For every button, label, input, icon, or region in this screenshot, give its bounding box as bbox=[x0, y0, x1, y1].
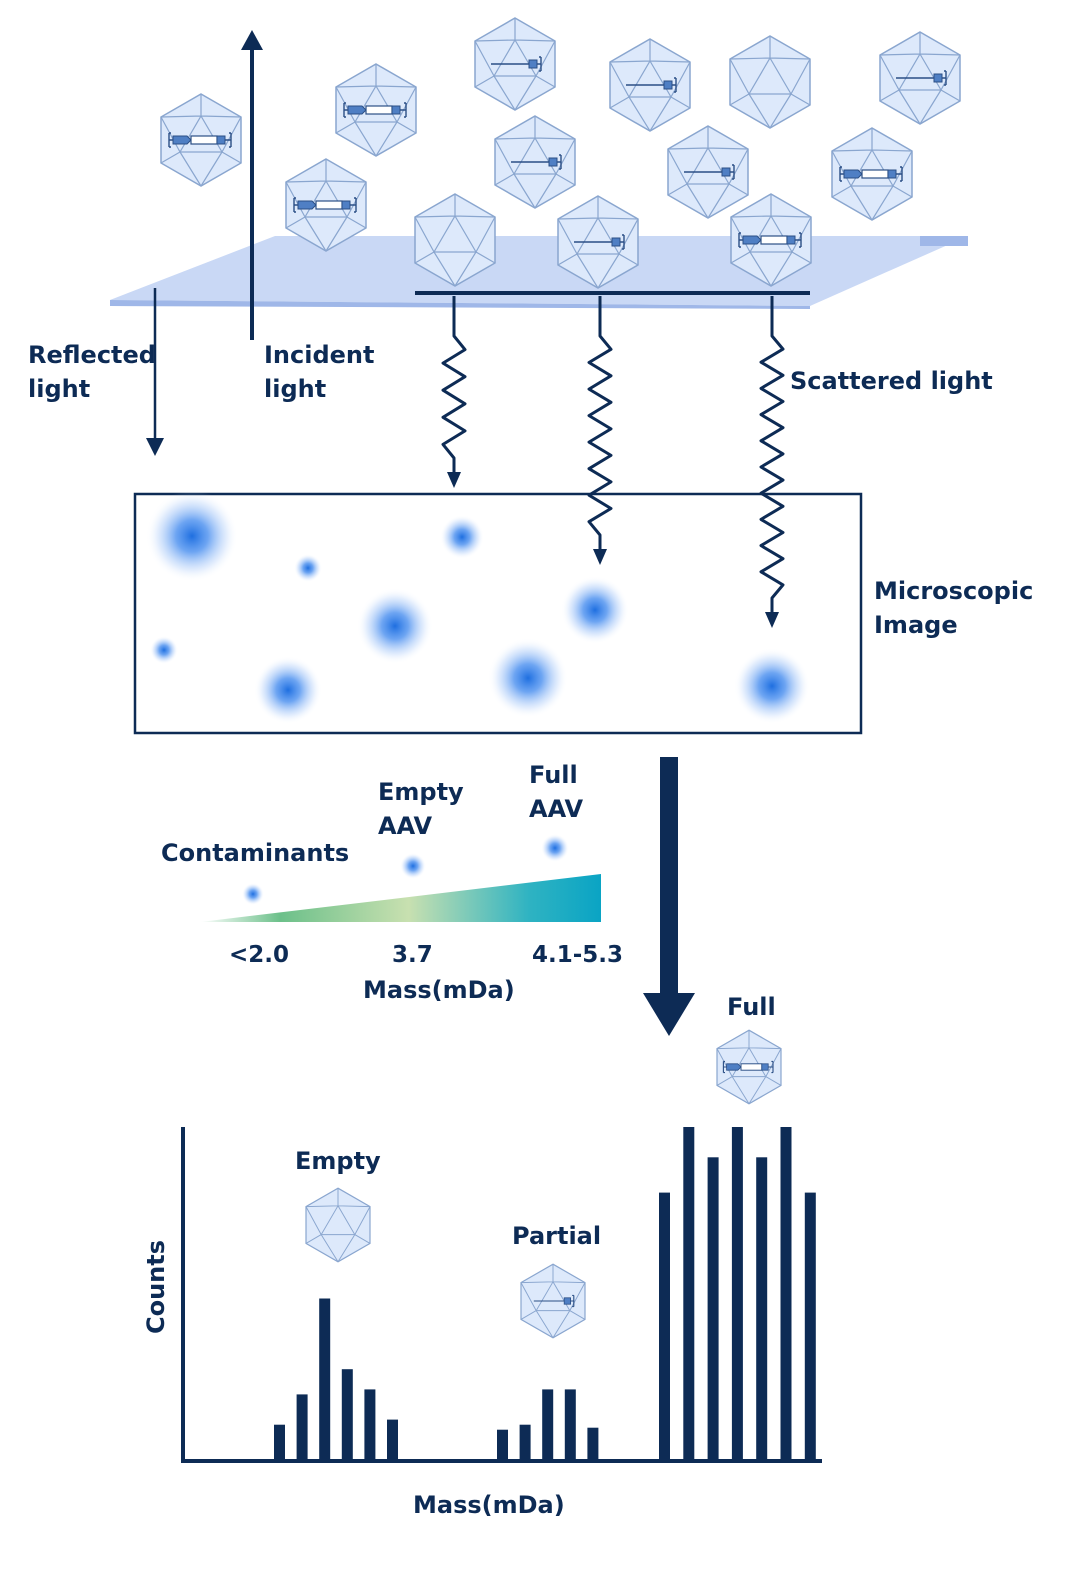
histogram-bar-full bbox=[659, 1192, 670, 1460]
histogram-bar-full bbox=[683, 1127, 695, 1460]
light-spot-icon bbox=[357, 588, 433, 664]
capsid-full-icon bbox=[336, 64, 416, 156]
light-spot-icon bbox=[541, 834, 569, 862]
light-spot-icon bbox=[488, 638, 568, 718]
histogram-bar-empty bbox=[274, 1424, 285, 1460]
capsid-partial-icon bbox=[880, 32, 960, 124]
histogram-bar-partial bbox=[587, 1427, 599, 1460]
arrow-head bbox=[765, 612, 779, 628]
light-spot-icon bbox=[242, 883, 264, 905]
capsid-full-icon bbox=[161, 94, 241, 186]
microscopic-image-frame bbox=[133, 492, 863, 735]
histogram-axes bbox=[181, 1127, 822, 1463]
histogram-x-axis-label: Mass(mDa) bbox=[413, 1491, 565, 1519]
histogram-bars bbox=[274, 1127, 816, 1460]
capsid-partial-icon bbox=[475, 18, 555, 110]
histogram-bar-partial bbox=[519, 1424, 531, 1460]
arrow-head bbox=[593, 549, 607, 565]
light-spot-icon bbox=[440, 515, 484, 559]
capsid-partial-icon bbox=[668, 126, 748, 218]
histogram-bar-full bbox=[731, 1127, 743, 1460]
histogram-bar-empty bbox=[319, 1298, 331, 1460]
down-arrow-icon bbox=[643, 757, 695, 1036]
scattered-light-wave bbox=[441, 296, 467, 474]
light-spot-icon bbox=[561, 576, 629, 644]
light-spot-icon bbox=[734, 648, 810, 724]
capsid-partial-icon bbox=[521, 1264, 585, 1338]
histogram-bar-full bbox=[780, 1127, 792, 1460]
histogram-bar-empty bbox=[341, 1369, 353, 1460]
scattered-light-wave bbox=[759, 296, 785, 614]
histogram-bar-partial bbox=[564, 1389, 576, 1460]
capsid-empty-icon bbox=[306, 1188, 370, 1262]
histogram-bar-full bbox=[804, 1192, 816, 1460]
light-spot-icon bbox=[150, 636, 178, 664]
histogram-bar-full bbox=[756, 1157, 768, 1460]
incident-light-arrow bbox=[241, 30, 263, 340]
capsid-full-icon bbox=[717, 1030, 781, 1104]
scattered-light-label: Scattered light bbox=[790, 367, 993, 395]
capsid-empty-icon bbox=[730, 36, 810, 128]
capsid-full-icon bbox=[832, 128, 912, 220]
light-spot-icon bbox=[146, 490, 238, 582]
gradient-tick-label: 3.7 bbox=[392, 942, 433, 968]
glass-slide bbox=[110, 236, 968, 309]
histogram-bar-empty bbox=[364, 1389, 376, 1460]
histogram-bar-empty bbox=[296, 1394, 308, 1460]
arrow-head bbox=[447, 472, 461, 488]
histogram-bar-partial bbox=[497, 1429, 508, 1460]
histogram-empty-label: Empty bbox=[295, 1147, 381, 1175]
histogram-bar-partial bbox=[542, 1389, 554, 1460]
capsid-partial-icon bbox=[610, 39, 690, 131]
histogram-full-label: Full bbox=[727, 993, 776, 1021]
reflected-light-arrow bbox=[146, 288, 164, 456]
light-spot-icon bbox=[400, 853, 426, 879]
histogram-partial-label: Partial bbox=[512, 1222, 602, 1250]
gradient-tick-label: 4.1-5.3 bbox=[532, 942, 624, 968]
contaminants-label: Contaminants bbox=[161, 839, 350, 867]
mass-gradient-wedge bbox=[200, 874, 601, 922]
gradient-axis-label: Mass(mDa) bbox=[363, 976, 515, 1004]
capsid-partial-icon bbox=[495, 116, 575, 208]
histogram-bar-full bbox=[707, 1157, 719, 1460]
microscopic-image-spots bbox=[146, 490, 810, 724]
scattered-light-wave bbox=[587, 296, 613, 551]
light-spot-icon bbox=[294, 554, 322, 582]
light-spot-icon bbox=[254, 656, 322, 724]
histogram-y-axis-label: Counts bbox=[142, 1239, 170, 1335]
histogram-bar-empty bbox=[387, 1419, 398, 1460]
scattered-light-arrows bbox=[441, 296, 785, 628]
gradient-tick-label: <2.0 bbox=[229, 942, 290, 968]
